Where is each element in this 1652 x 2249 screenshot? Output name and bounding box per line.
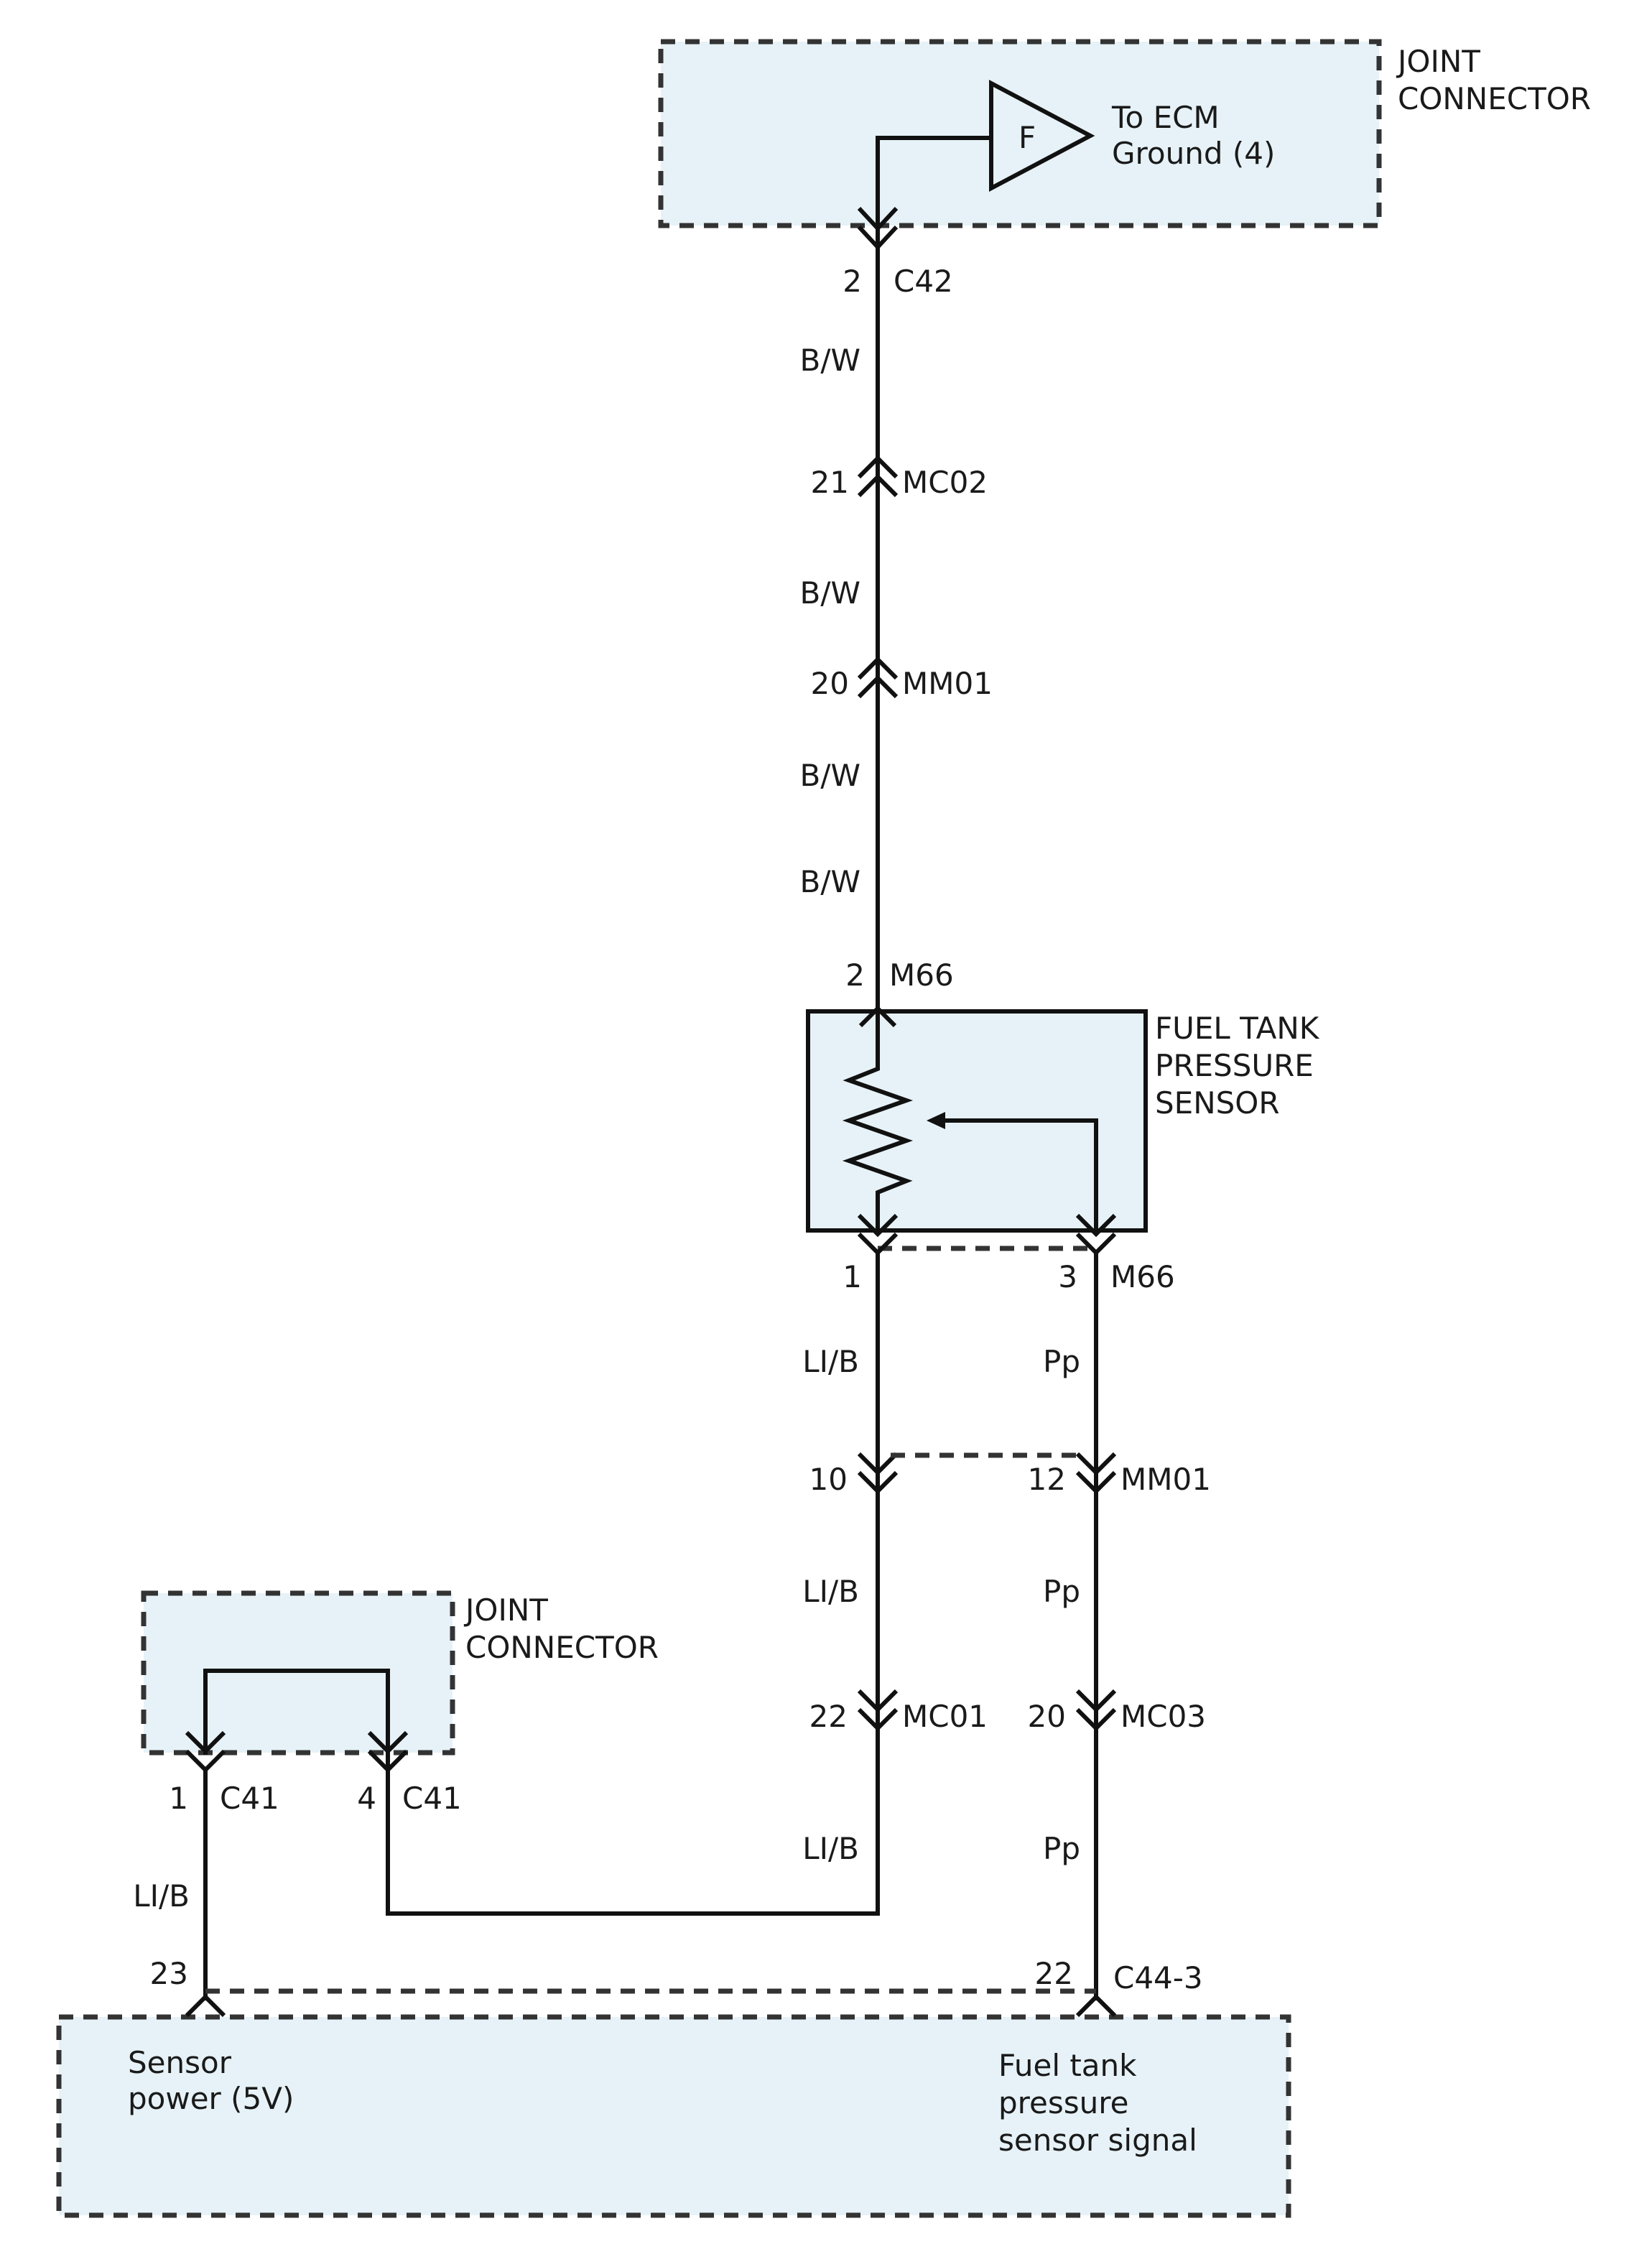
mc01-connector-icon-2 bbox=[857, 1707, 899, 1732]
right-wire-color-c: Pp bbox=[1043, 1831, 1080, 1866]
c41-name-a: C41 bbox=[220, 1781, 279, 1816]
mm01-connector-icon bbox=[857, 656, 899, 680]
right-mm01-connector-icon bbox=[1075, 1452, 1117, 1476]
ecm-signal-label-line2: pressure bbox=[998, 2085, 1128, 2120]
c42-pin: 2 bbox=[843, 264, 862, 299]
ground-wire: 2 C42 B/W 21 MC02 B/W 20 MM01 B/W B/W 2 … bbox=[800, 235, 993, 1009]
wiper-wire bbox=[940, 1118, 1098, 1229]
m66-pin3-label: 3 bbox=[1058, 1259, 1077, 1294]
left-wire-color-b: LI/B bbox=[802, 1574, 859, 1609]
ground-wire-color-d: B/W bbox=[800, 864, 861, 899]
bottom-joint-connector: JOINT CONNECTOR 1 C41 4 C41 bbox=[141, 1590, 659, 1816]
mc01-pin: 22 bbox=[809, 1699, 848, 1734]
ecm-pin-23: 23 bbox=[150, 1956, 188, 1991]
right-mm01-pin: 12 bbox=[1028, 1462, 1066, 1497]
mc01-name: MC01 bbox=[902, 1699, 988, 1734]
mc02-name: MC02 bbox=[902, 465, 988, 500]
ecm-power-label-line2: power (5V) bbox=[128, 2081, 294, 2116]
mc02-pin: 21 bbox=[811, 465, 849, 500]
sensor-label-line3: SENSOR bbox=[1155, 1085, 1280, 1121]
ground-wire-color-c: B/W bbox=[800, 758, 861, 793]
ecm-signal-label-line3: sensor signal bbox=[998, 2123, 1197, 2158]
mm01-connector-icon-2 bbox=[857, 674, 899, 699]
c41-pin4-arrow-icon bbox=[367, 1730, 409, 1755]
m66-pin-top: 2 bbox=[845, 957, 865, 993]
bottom-joint-label-line1: JOINT bbox=[463, 1592, 548, 1628]
left-mm01-connector-icon-2 bbox=[857, 1470, 899, 1495]
ecm-connector-c44-3: C44-3 bbox=[1113, 1960, 1203, 1995]
right-wire-color-b: Pp bbox=[1043, 1574, 1080, 1609]
right-wire-color-a: Pp bbox=[1043, 1344, 1080, 1379]
c42-arrow-icon bbox=[857, 206, 899, 232]
sensor-ground-feed-wire: LI/B 10 LI/B 22 MC01 LI/B bbox=[386, 1251, 988, 1916]
c41-pin4-connector-icon bbox=[367, 1749, 409, 1773]
right-mm01-name: MM01 bbox=[1120, 1462, 1211, 1497]
ecm-pin22-connector-icon bbox=[1075, 1993, 1117, 2018]
bottom-joint-label-line2: CONNECTOR bbox=[465, 1630, 659, 1665]
mc02-connector-icon bbox=[857, 455, 899, 479]
ecm-ground-dest-line1: To ECM bbox=[1111, 100, 1220, 135]
ecm-box-fill bbox=[59, 2017, 1289, 2215]
left-mm01-pin: 10 bbox=[809, 1462, 848, 1497]
ecm-box: Sensor power (5V) Fuel tank pressure sen… bbox=[56, 1988, 1291, 2218]
wiper-arrow-icon bbox=[927, 1112, 945, 1129]
triangle-letter: F bbox=[1018, 120, 1036, 155]
left-wire-color-a: LI/B bbox=[802, 1344, 859, 1379]
mc01-connector-icon bbox=[857, 1689, 899, 1713]
sensor-power-wire-color: LI/B bbox=[133, 1878, 190, 1914]
mc03-pin: 20 bbox=[1028, 1699, 1066, 1734]
joint-bridge-wire bbox=[203, 1669, 390, 1755]
ground-wire-color-b: B/W bbox=[800, 575, 861, 611]
ground-wire-color-a: B/W bbox=[800, 343, 861, 378]
mm01-pin: 20 bbox=[811, 666, 849, 701]
sensor-signal-wire: Pp 12 MM01 Pp 20 MC03 Pp bbox=[1028, 1251, 1211, 2000]
sensor-label-line2: PRESSURE bbox=[1155, 1048, 1314, 1083]
m66-pin1-label: 1 bbox=[843, 1259, 862, 1294]
right-mm01-connector-icon-2 bbox=[1075, 1470, 1117, 1495]
c42-name: C42 bbox=[894, 264, 953, 299]
c41-name-b: C41 bbox=[402, 1781, 462, 1816]
m66-pin3-arrow-icon bbox=[1075, 1213, 1117, 1238]
mm01-name: MM01 bbox=[902, 666, 993, 701]
joint-to-c42-wire bbox=[876, 136, 993, 239]
resistor-icon bbox=[842, 1008, 914, 1229]
ecm-signal-label-line1: Fuel tank bbox=[998, 2048, 1137, 2083]
ecm-power-label-line1: Sensor bbox=[128, 2045, 232, 2080]
top-joint-connector-outline bbox=[658, 39, 1382, 228]
m66-pin1-arrow-icon bbox=[857, 1213, 899, 1238]
bottom-joint-connector-outline bbox=[141, 1590, 455, 1756]
left-wire-color-c: LI/B bbox=[802, 1831, 859, 1866]
mc03-connector-icon-2 bbox=[1075, 1707, 1117, 1732]
top-joint-label-line2: CONNECTOR bbox=[1398, 81, 1591, 116]
ecm-pin23-connector-icon bbox=[185, 1993, 226, 2018]
ecm-pin-22: 22 bbox=[1035, 1956, 1073, 1991]
m66-connector-label: M66 bbox=[1110, 1259, 1175, 1294]
top-joint-connector: JOINT CONNECTOR F To ECM Ground (4) bbox=[658, 39, 1591, 251]
m66-name-top: M66 bbox=[889, 957, 954, 993]
left-mm01-connector-icon bbox=[857, 1452, 899, 1476]
mc03-connector-icon bbox=[1075, 1689, 1117, 1713]
mc03-name: MC03 bbox=[1120, 1699, 1206, 1734]
c41-pin1: 1 bbox=[169, 1781, 188, 1816]
left-wire-line bbox=[386, 1251, 880, 1916]
mc02-connector-icon-2 bbox=[857, 473, 899, 498]
ecm-box-outline bbox=[56, 2014, 1291, 2218]
top-joint-label-line1: JOINT bbox=[1396, 44, 1480, 79]
c41-pin1-arrow-icon bbox=[185, 1730, 226, 1755]
c41-pin4: 4 bbox=[357, 1781, 376, 1816]
sensor-label-line1: FUEL TANK bbox=[1155, 1011, 1320, 1046]
ecm-ground-dest-line2: Ground (4) bbox=[1112, 136, 1275, 171]
fuel-tank-pressure-sensor: FUEL TANK PRESSURE SENSOR bbox=[806, 1005, 1320, 1238]
